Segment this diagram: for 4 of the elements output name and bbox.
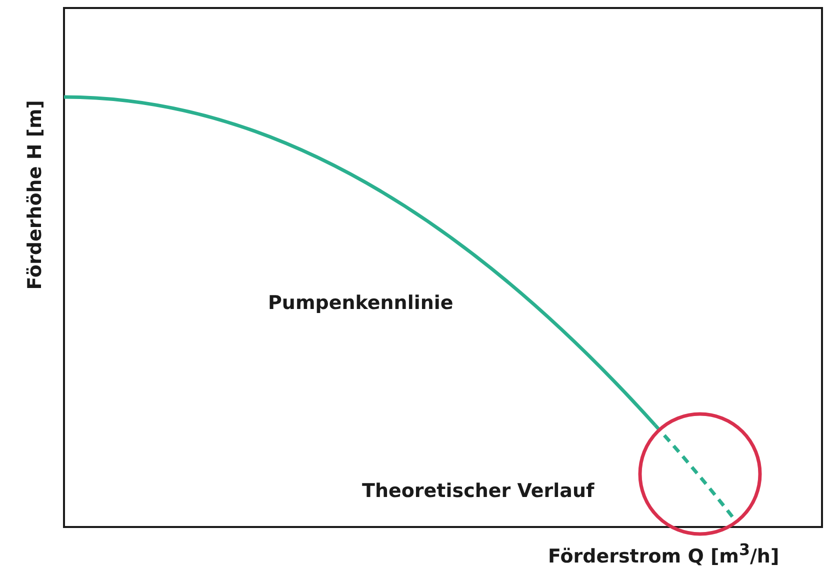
curve-label: Pumpenkennlinie (268, 292, 454, 315)
curve-label: Theoretischer Verlauf (362, 480, 594, 503)
axis-title: Förderhöhe H [m] (24, 100, 47, 290)
axis-title: Förderstrom Q [m$^{3}$/h] (548, 540, 780, 568)
